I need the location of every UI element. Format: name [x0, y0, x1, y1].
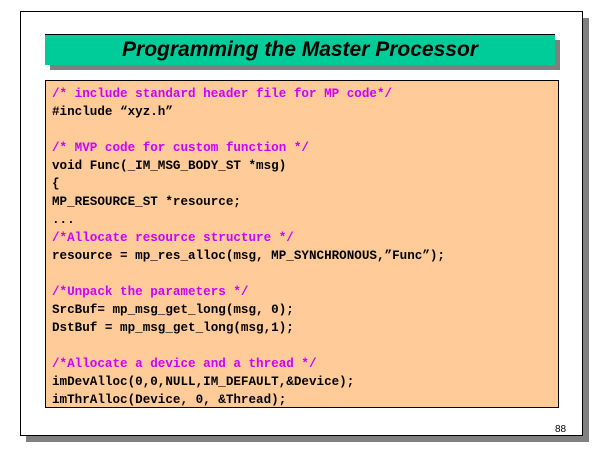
code-line: DstBuf = mp_msg_get_long(msg,1);: [52, 321, 294, 335]
code-line: [52, 337, 558, 355]
code-comment-line: /* MVP code for custom function */: [52, 141, 309, 155]
code-comment-line: /*Allocate resource structure */: [52, 231, 294, 245]
code-line: imDevAlloc(0,0,NULL,IM_DEFAULT,&Device);: [52, 375, 355, 389]
code-line: void Func(_IM_MSG_BODY_ST *msg): [52, 159, 287, 173]
slide-title: Programming the Master Processor: [45, 34, 555, 65]
code-comment-line: /* include standard header file for MP c…: [52, 87, 393, 101]
code-line: ...: [52, 213, 75, 227]
code-comment-line: /*Unpack the parameters */: [52, 285, 249, 299]
code-line: {: [52, 177, 60, 191]
code-line: SrcBuf= mp_msg_get_long(msg, 0);: [52, 303, 294, 317]
code-comment-line: /*Allocate a device and a thread */: [52, 357, 317, 371]
code-line: [52, 265, 558, 283]
code-line: #include “xyz.h”: [52, 105, 173, 119]
code-line: resource = mp_res_alloc(msg, MP_SYNCHRON…: [52, 249, 445, 263]
page-number: 88: [555, 424, 567, 435]
code-line: MP_RESOURCE_ST *resource;: [52, 195, 241, 209]
code-line: imThrAlloc(Device, 0, &Thread);: [52, 393, 287, 407]
code-line: [52, 121, 558, 139]
code-block: /* include standard header file for MP c…: [45, 80, 559, 408]
